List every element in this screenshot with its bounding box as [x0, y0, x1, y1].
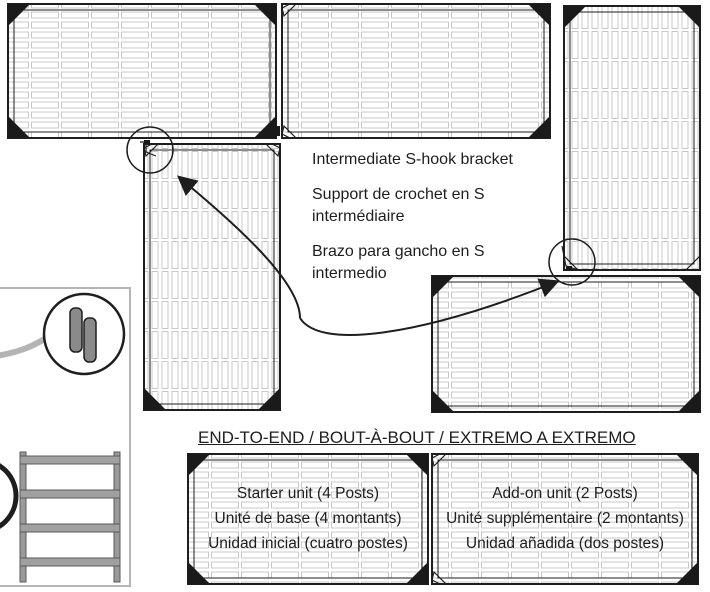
corner-cap-icon: [406, 562, 428, 584]
corner-bracket-icon: [431, 570, 448, 585]
corner-cap-icon: [406, 454, 428, 476]
corner-cap-icon: [144, 388, 166, 410]
callout-line-en: Intermediate S-hook bracket: [312, 151, 513, 168]
callout-line-es-2: intermedio: [312, 265, 387, 282]
corner-bracket-icon: [264, 143, 281, 158]
starter-unit-en: Starter unit (4 Posts): [236, 485, 380, 502]
corner-bracket-icon: [281, 124, 298, 139]
corner-cap-icon: [676, 562, 698, 584]
corner-cap-icon: [432, 276, 454, 298]
arrow-to-left-bracket: [176, 175, 301, 319]
corner-bracket-icon: [281, 3, 298, 18]
corner-cap-icon: [564, 6, 586, 28]
corner-cap-icon: [8, 116, 30, 138]
callout-line-fr-1: Support de crochet en S: [312, 186, 485, 203]
corner-cap-icon: [8, 4, 30, 26]
addon-unit-fr: Unité supplémentaire (2 montants): [446, 510, 684, 527]
corner-cap-icon: [528, 4, 550, 26]
starter-unit-fr: Unité de base (4 montants): [214, 510, 402, 527]
zoom-circle-right: [548, 238, 596, 286]
corner-cap-icon: [678, 6, 700, 28]
shelf-top-middle: [276, 3, 551, 139]
addon-unit-shelf: [431, 453, 699, 585]
corner-bracket-icon: [431, 453, 448, 468]
arrow-to-right-bracket: [299, 278, 560, 336]
shelf-middle-right: [431, 275, 701, 413]
corner-cap-icon: [432, 390, 454, 412]
corner-bracket-icon: [143, 143, 160, 158]
zoom-circle-left: [126, 126, 174, 174]
corner-cap-icon: [528, 116, 550, 138]
corner-cap-icon: [258, 388, 280, 410]
addon-unit-es: Unidad añadida (dos postes): [465, 535, 665, 552]
section-heading: END-TO-END / BOUT-À-BOUT / EXTREMO A EXT…: [198, 428, 636, 447]
shelf-top-left: [7, 3, 277, 139]
addon-unit-en: Add-on unit (2 Posts): [492, 485, 638, 502]
shelf-top-right: [563, 5, 701, 271]
callout-line-es-1: Brazo para gancho en S: [312, 243, 485, 260]
shelf-unit-icon: [19, 451, 121, 583]
corner-cap-icon: [678, 390, 700, 412]
starter-unit-es: Unidad inicial (cuatro postes): [208, 535, 408, 552]
shelf-middle-left: [143, 143, 281, 411]
corner-cap-icon: [676, 454, 698, 476]
callout-line-fr-2: intermédiaire: [312, 208, 405, 225]
corner-cap-icon: [188, 562, 210, 584]
corner-cap-icon: [678, 276, 700, 298]
starter-unit-shelf: [187, 453, 429, 585]
corner-cap-icon: [254, 4, 276, 26]
corner-bracket-icon: [684, 254, 701, 271]
corner-cap-icon: [188, 454, 210, 476]
inset-panel: [0, 287, 131, 587]
corner-cap-icon: [254, 116, 276, 138]
